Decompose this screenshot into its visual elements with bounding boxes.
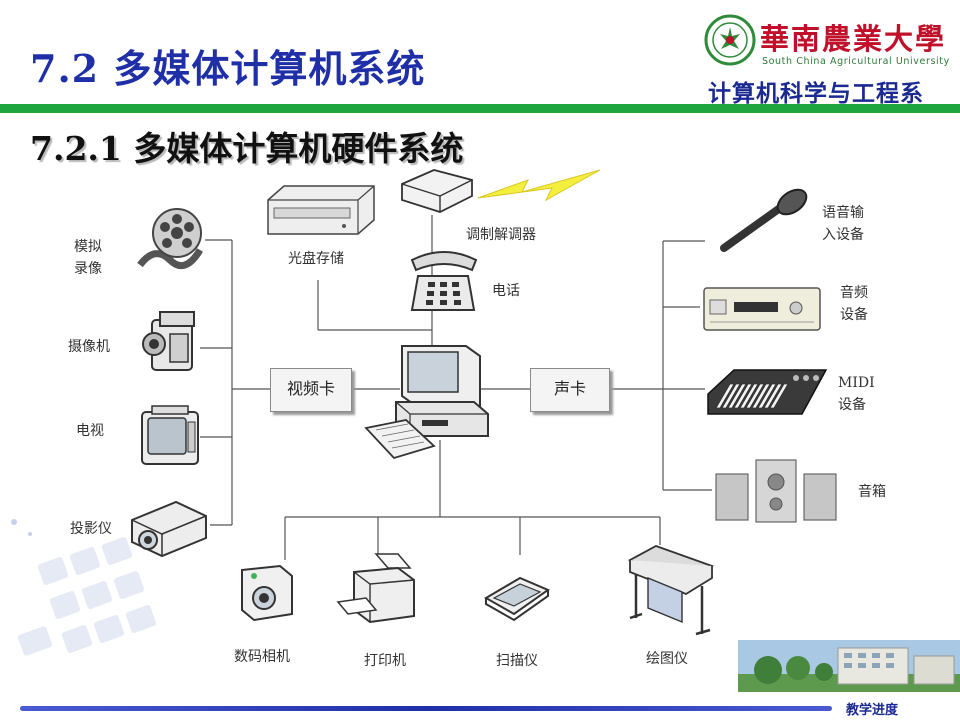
film-reel-icon — [137, 208, 204, 270]
scanner-icon — [484, 576, 551, 622]
section-title: 7.2.1 多媒体计算机硬件系统 — [30, 129, 464, 168]
keyboard-watermark-icon — [11, 519, 157, 656]
device-label-cdrom: 光盘存储 — [288, 251, 344, 267]
audio-player-icon — [703, 287, 821, 331]
microphone-icon — [720, 188, 808, 252]
printer-icon — [336, 553, 415, 624]
campus-building-icon — [738, 640, 960, 692]
speakers-icon — [715, 459, 837, 523]
device-label-modem: 调制解调器 — [466, 227, 536, 243]
sound-card-box: 声卡 — [530, 368, 610, 412]
slide-title: 7.2 多媒体计算机系统 — [30, 46, 426, 91]
device-label-phone: 电话 — [492, 283, 520, 299]
telephone-icon — [410, 251, 478, 311]
projector-icon — [131, 500, 207, 558]
lightning-icon — [477, 169, 601, 202]
university-logo — [704, 14, 756, 66]
device-label-digital-camera: 数码相机 — [234, 649, 290, 665]
device-label-tv: 电视 — [76, 423, 104, 439]
university-name-en: South China Agricultural University — [762, 56, 950, 67]
device-label-speakers: 音箱 — [858, 484, 886, 500]
teaching-progress-link[interactable]: 教学进度 — [846, 703, 899, 718]
plotter-icon — [627, 545, 715, 636]
device-label-voice-input: 语音输 入设备 — [822, 205, 864, 243]
computer-icon — [364, 345, 489, 460]
video-card-box: 视频卡 — [270, 368, 352, 412]
campus-photo — [738, 640, 960, 692]
device-label-audio: 音频 设备 — [840, 285, 868, 323]
device-label-printer: 打印机 — [364, 653, 406, 669]
device-label-camcorder: 摄像机 — [68, 339, 110, 355]
device-label-scanner: 扫描仪 — [496, 653, 538, 669]
header-divider — [0, 104, 960, 113]
university-name: 華南農業大學 — [760, 22, 947, 56]
university-seal-icon — [704, 14, 756, 66]
camcorder-icon — [142, 311, 195, 371]
midi-keyboard-icon — [707, 369, 828, 415]
television-icon — [141, 405, 199, 465]
department-name: 计算机科学与工程系 — [708, 81, 924, 107]
cdrom-drive-icon — [267, 185, 375, 235]
modem-icon — [401, 169, 473, 213]
device-label-plotter: 绘图仪 — [646, 651, 688, 667]
device-label-analog-video: 模拟 录像 — [74, 239, 102, 277]
footer-line — [20, 706, 832, 711]
digital-camera-icon — [241, 564, 293, 622]
device-label-midi: MIDI 设备 — [838, 375, 875, 413]
device-label-projector: 投影仪 — [70, 521, 112, 537]
